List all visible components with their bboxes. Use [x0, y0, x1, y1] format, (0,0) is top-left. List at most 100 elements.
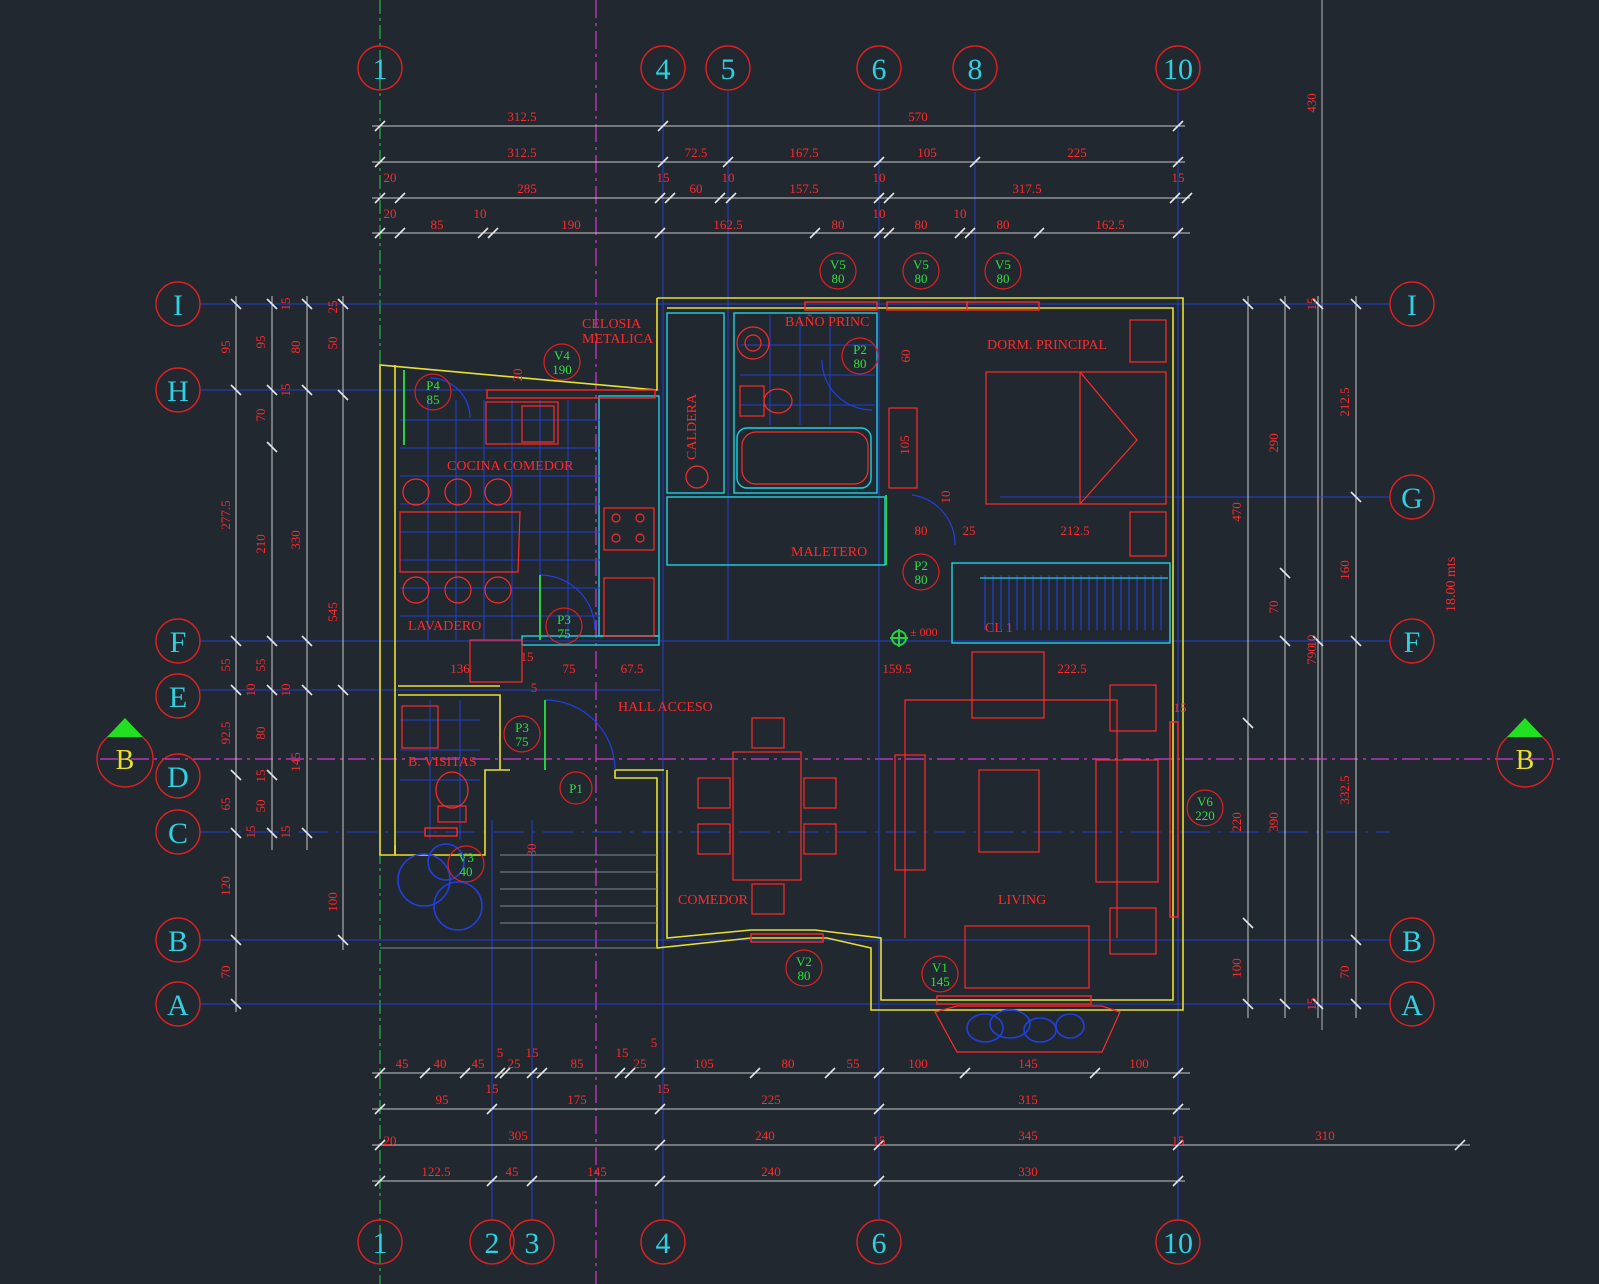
- dim-text: 290: [1266, 433, 1281, 453]
- dim-text: 25: [508, 1056, 521, 1071]
- window-tag-width: 40: [460, 864, 473, 879]
- door-tag: P3: [515, 720, 529, 735]
- dim-text: 55: [847, 1056, 860, 1071]
- dim-text: 15: [1304, 998, 1319, 1011]
- dim-text: 210: [253, 534, 268, 554]
- dim-text: 212.5: [1337, 387, 1352, 416]
- window-tag: V4: [554, 348, 570, 363]
- dim-text: 55: [218, 659, 233, 672]
- grid-row-label: E: [169, 681, 187, 714]
- dim-text: 545: [325, 602, 340, 622]
- dim-text: 15: [521, 649, 534, 664]
- dim-text: 222.5: [1057, 661, 1086, 676]
- grid-row-label: G: [1401, 482, 1423, 515]
- dim-text: 45: [472, 1056, 485, 1071]
- dim-text: 15: [616, 1045, 629, 1060]
- room-label-living: LIVING: [998, 893, 1046, 908]
- dim-text: 60: [898, 350, 913, 363]
- window-tag: V2: [796, 954, 812, 969]
- dim-text: 70: [218, 966, 233, 979]
- door-tag: P1: [569, 781, 583, 796]
- dim-text: 100: [1229, 958, 1244, 978]
- dim-text: 80: [997, 217, 1010, 232]
- dim-text: 30: [524, 844, 539, 857]
- grid-col-label: 1: [373, 53, 388, 86]
- room-label-celosia-2: METALICA: [582, 332, 654, 347]
- dim-text: 15: [253, 770, 268, 783]
- grid-row-label: B: [1402, 925, 1422, 958]
- dim-text: 80: [832, 217, 845, 232]
- grid-col-label: 10: [1163, 1227, 1193, 1260]
- dim-text: 10: [722, 170, 735, 185]
- dim-text: 10: [954, 206, 967, 221]
- dim-text: 105: [917, 145, 937, 160]
- window-tag-width: 190: [552, 362, 572, 377]
- dim-text: 310: [1315, 1128, 1335, 1143]
- dim-text: 10: [474, 206, 487, 221]
- dim-text: 80: [915, 523, 928, 538]
- dim-text: 5: [651, 1035, 658, 1050]
- dim-text: 790: [1304, 645, 1319, 665]
- room-label-comedor: COMEDOR: [678, 893, 749, 908]
- dim-text: 136: [450, 661, 470, 676]
- dim-text: 25: [634, 1056, 647, 1071]
- dim-text: 160: [1337, 560, 1352, 580]
- room-label-bano: BAÑO PRINC: [785, 314, 869, 330]
- dim-text: 145: [587, 1164, 607, 1179]
- dim-text: 120: [218, 876, 233, 896]
- door-tag-width: 75: [558, 626, 571, 641]
- dim-text: 65: [218, 798, 233, 811]
- dim-text: 330: [288, 530, 303, 550]
- door-tag: P4: [426, 378, 440, 393]
- window-tag-width: 220: [1195, 808, 1215, 823]
- dim-text: 80: [288, 341, 303, 354]
- dim-text: 212.5: [1060, 523, 1089, 538]
- grid-col-label: 10: [1163, 53, 1193, 86]
- room-label-dorm: DORM. PRINCIPAL: [987, 338, 1107, 353]
- door-tag-width: 80: [854, 356, 867, 371]
- dim-text: 67.5: [621, 661, 644, 676]
- dim-text: 25: [325, 301, 340, 314]
- window-tag: V3: [458, 850, 474, 865]
- grid-col-label: 1: [373, 1227, 388, 1260]
- window-tag-width: 80: [832, 271, 845, 286]
- dim-text: 15: [278, 384, 293, 397]
- grid-col-label: 3: [525, 1227, 540, 1260]
- dim-text: 15: [1172, 170, 1185, 185]
- dim-text: 15: [278, 826, 293, 839]
- door-tag: P2: [853, 342, 867, 357]
- grid-row-label: I: [173, 289, 183, 322]
- dim-text: 55: [253, 659, 268, 672]
- window-tag: V5: [830, 257, 846, 272]
- door-tag: P2: [914, 558, 928, 573]
- overall-dimension-label: 18.00 mts: [1444, 557, 1459, 612]
- dim-text: 15: [278, 298, 293, 311]
- grid-col-label: 4: [656, 1227, 671, 1260]
- dim-text: 10: [243, 684, 258, 697]
- grid-row-label: B: [168, 925, 188, 958]
- dim-text: 85: [431, 217, 444, 232]
- dim-text: 85: [571, 1056, 584, 1071]
- door-tag-width: 75: [516, 734, 529, 749]
- dim-text: 10: [873, 206, 886, 221]
- dim-text: 15: [1172, 1133, 1185, 1148]
- window-tag-width: 145: [930, 974, 950, 989]
- room-label-bano-visitas: B. VISITAS: [408, 755, 477, 770]
- dim-text: 50: [325, 337, 340, 350]
- dim-text: 100: [325, 892, 340, 912]
- dim-text: 20: [384, 170, 397, 185]
- dim-text: 312.5: [507, 145, 536, 160]
- dim-text: 312.5: [507, 109, 536, 124]
- window-tag: V5: [913, 257, 929, 272]
- dim-text: 159.5: [882, 661, 911, 676]
- dim-text: 15: [243, 826, 258, 839]
- dim-text: 220: [1229, 812, 1244, 832]
- dim-text: 240: [761, 1164, 781, 1179]
- dim-text: 285: [517, 181, 537, 196]
- grid-col-label: 6: [872, 53, 887, 86]
- room-label-cocina: COCINA COMEDOR: [447, 459, 574, 474]
- grid-col-label: 5: [721, 53, 736, 86]
- dim-text: 240: [755, 1128, 775, 1143]
- dim-text: 10: [1304, 635, 1319, 648]
